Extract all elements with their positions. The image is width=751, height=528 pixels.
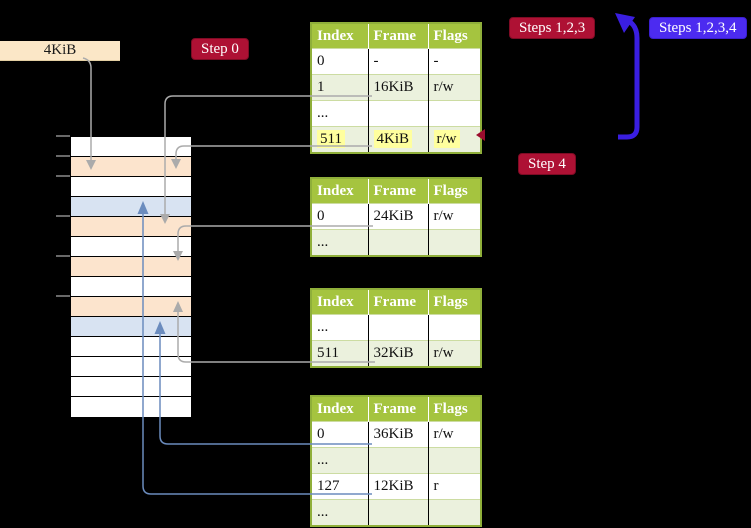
table-row: ... xyxy=(311,229,481,256)
table-cell: 16KiB xyxy=(367,74,428,101)
memory-frame-row-9 xyxy=(71,317,191,337)
table-cell xyxy=(367,499,428,526)
table-cell: - xyxy=(367,48,428,75)
table-cell: 0 xyxy=(311,48,368,75)
steps123-badge: Steps 1,2,3 xyxy=(509,17,596,39)
physical-memory-strip xyxy=(70,136,192,418)
steps-loop-arrow xyxy=(615,13,640,140)
table-cell: 32KiB xyxy=(367,340,428,367)
table-cell: ... xyxy=(311,229,368,256)
memory-frame-row-0 xyxy=(71,137,191,157)
table-cell: 24KiB xyxy=(367,203,428,230)
column-header-index: Index xyxy=(311,178,368,204)
table-cell: 127 xyxy=(311,473,368,500)
table-row: 0-- xyxy=(311,48,481,75)
column-header-flags: Flags xyxy=(427,23,481,49)
memory-frame-row-2 xyxy=(71,177,191,197)
table-cell: r/w xyxy=(427,421,481,448)
table-cell: 1 xyxy=(311,74,368,101)
memory-frame-row-1 xyxy=(71,157,191,177)
memory-frame-row-11 xyxy=(71,357,191,377)
table-cell xyxy=(427,499,481,526)
column-header-flags: Flags xyxy=(427,178,481,204)
table-row: ... xyxy=(311,100,481,127)
table-cell: r/w xyxy=(427,203,481,230)
table-cell: ... xyxy=(311,499,368,526)
table-cell: 0 xyxy=(311,203,368,230)
column-header-index: Index xyxy=(311,289,368,315)
memory-frame-row-13 xyxy=(71,397,191,417)
memory-frame-row-12 xyxy=(71,377,191,397)
column-header-frame: Frame xyxy=(367,396,428,422)
steps1234-badge: Steps 1,2,3,4 xyxy=(649,17,747,39)
table-cell: r/w xyxy=(427,340,481,367)
table-cell: r/w xyxy=(427,126,481,153)
table-cell xyxy=(427,229,481,256)
table-cell xyxy=(367,100,428,127)
column-header-flags: Flags xyxy=(427,289,481,315)
table-row: ... xyxy=(311,314,481,341)
frame-size-label: 4KiB xyxy=(0,41,120,61)
memory-frame-row-10 xyxy=(71,337,191,357)
table-row: ... xyxy=(311,447,481,474)
memory-frame-row-5 xyxy=(71,237,191,257)
column-header-index: Index xyxy=(311,23,368,49)
table-cell: r xyxy=(427,473,481,500)
table-cell: ... xyxy=(311,447,368,474)
memory-frame-row-6 xyxy=(71,257,191,277)
table-cell: r/w xyxy=(427,74,481,101)
table-cell: 511 xyxy=(311,126,368,153)
column-header-index: Index xyxy=(311,396,368,422)
memory-frame-row-4 xyxy=(71,217,191,237)
table-cell xyxy=(427,314,481,341)
memory-frame-row-3 xyxy=(71,197,191,217)
table-cell: 36KiB xyxy=(367,421,428,448)
column-header-frame: Frame xyxy=(367,289,428,315)
step0-badge: Step 0 xyxy=(191,38,249,60)
table-cell: ... xyxy=(311,314,368,341)
column-header-flags: Flags xyxy=(427,396,481,422)
table-cell xyxy=(367,314,428,341)
table-cell: 0 xyxy=(311,421,368,448)
table-row: ... xyxy=(311,499,481,526)
table-cell xyxy=(367,229,428,256)
table-cell: 4KiB xyxy=(367,126,428,153)
step4-badge: Step 4 xyxy=(518,153,576,175)
table-cell xyxy=(427,100,481,127)
memory-frame-row-7 xyxy=(71,277,191,297)
memory-frame-row-8 xyxy=(71,297,191,317)
column-header-frame: Frame xyxy=(367,178,428,204)
table-cell: 12KiB xyxy=(367,473,428,500)
column-header-frame: Frame xyxy=(367,23,428,49)
table-cell: 511 xyxy=(311,340,368,367)
memory-tick-marks xyxy=(56,135,70,297)
table-cell: ... xyxy=(311,100,368,127)
table-cell: - xyxy=(427,48,481,75)
table-cell xyxy=(427,447,481,474)
table-cell xyxy=(367,447,428,474)
